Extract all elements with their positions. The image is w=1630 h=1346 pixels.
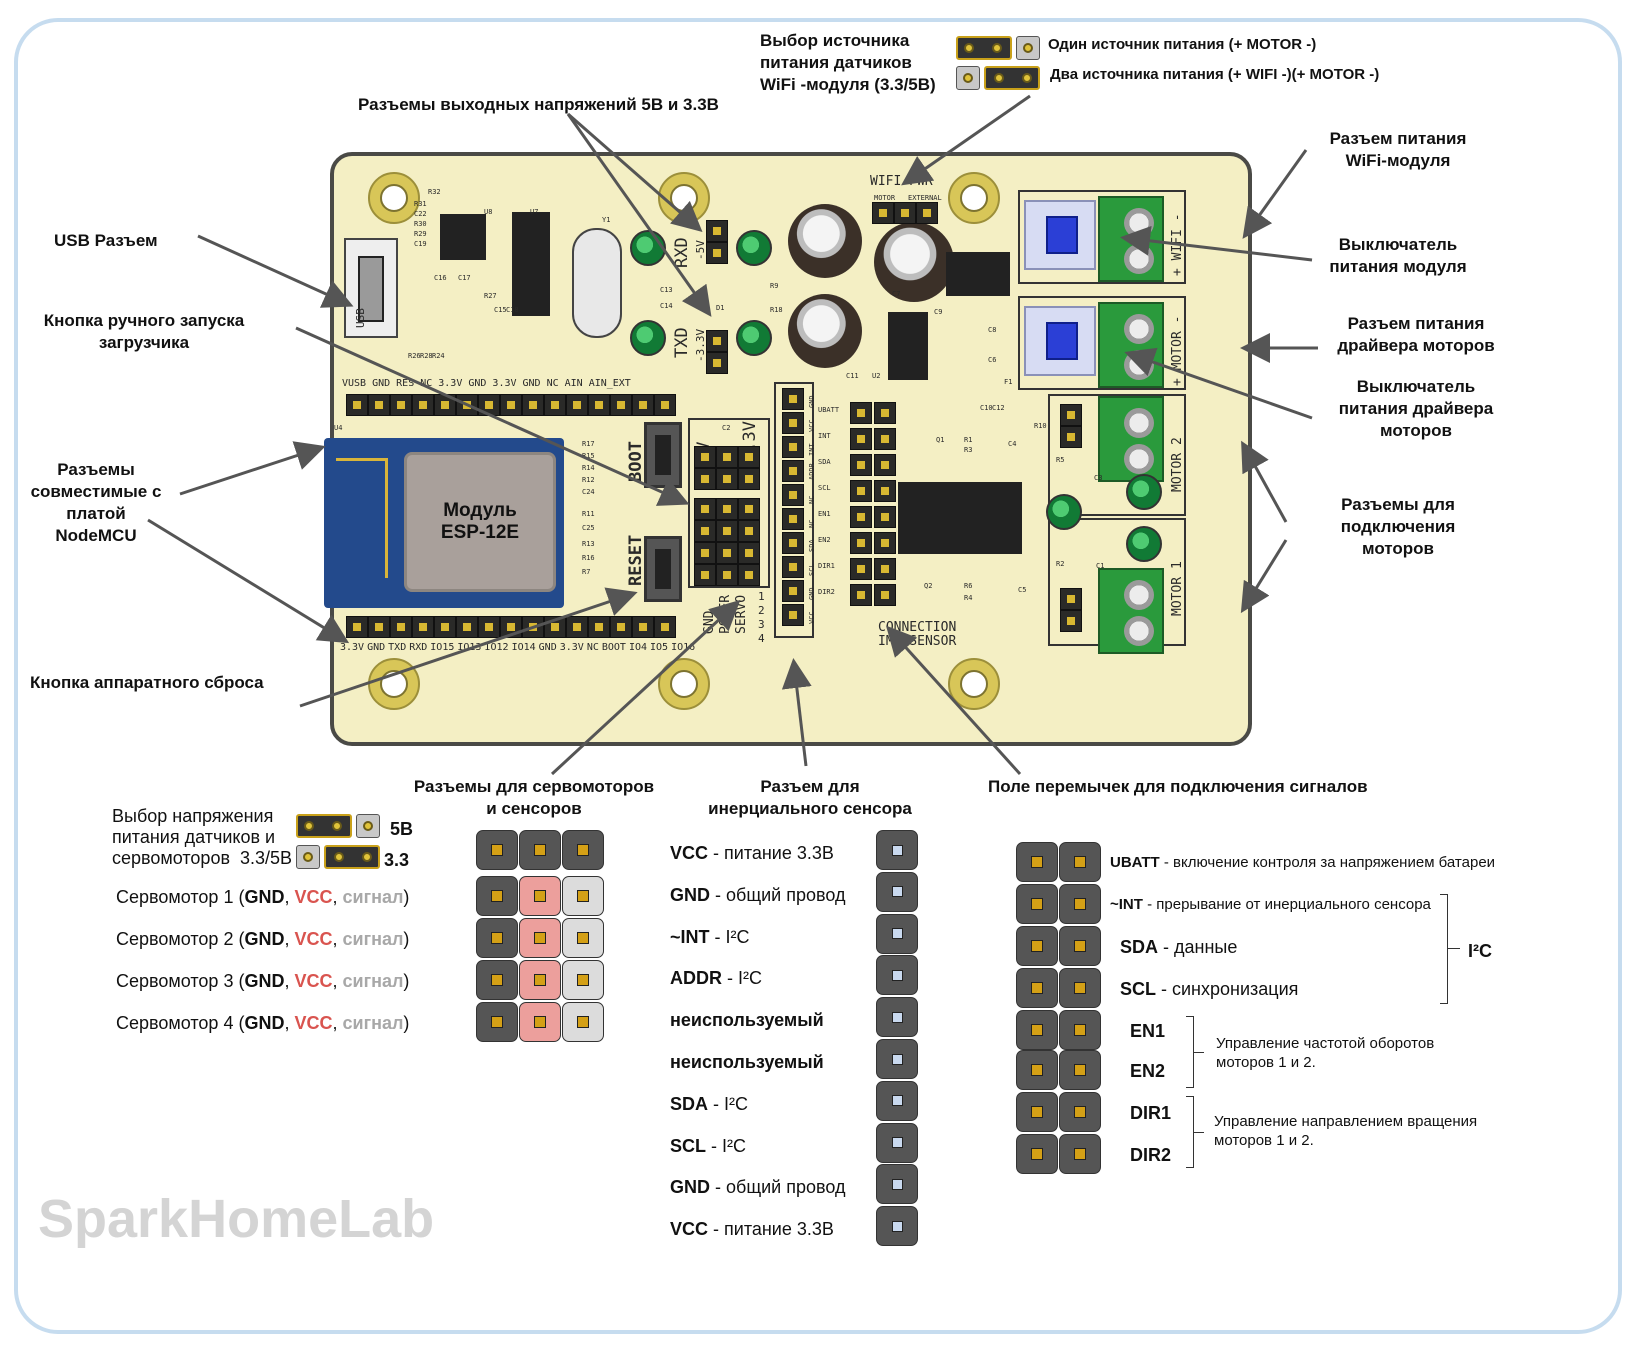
arrow-nodemcu-bottom bbox=[148, 520, 344, 640]
arrow-usb bbox=[198, 236, 348, 304]
arrow-wifi-pwr bbox=[906, 96, 1030, 182]
arrow-out-5v bbox=[568, 114, 698, 228]
arrow-wifi-power bbox=[1246, 150, 1306, 234]
arrow-driver-switch bbox=[1130, 354, 1312, 418]
arrow-nodemcu-top bbox=[180, 448, 320, 494]
arrow-reset bbox=[300, 594, 632, 706]
arrow-motor1 bbox=[1244, 540, 1286, 608]
arrow-jumper-field bbox=[890, 630, 1020, 774]
arrow-motor2 bbox=[1244, 446, 1286, 522]
arrow-out-33v bbox=[568, 114, 708, 312]
arrow-imu bbox=[794, 664, 806, 766]
arrow-servo bbox=[552, 604, 736, 774]
arrow-boot bbox=[296, 328, 684, 502]
arrow-module-switch bbox=[1126, 238, 1312, 260]
